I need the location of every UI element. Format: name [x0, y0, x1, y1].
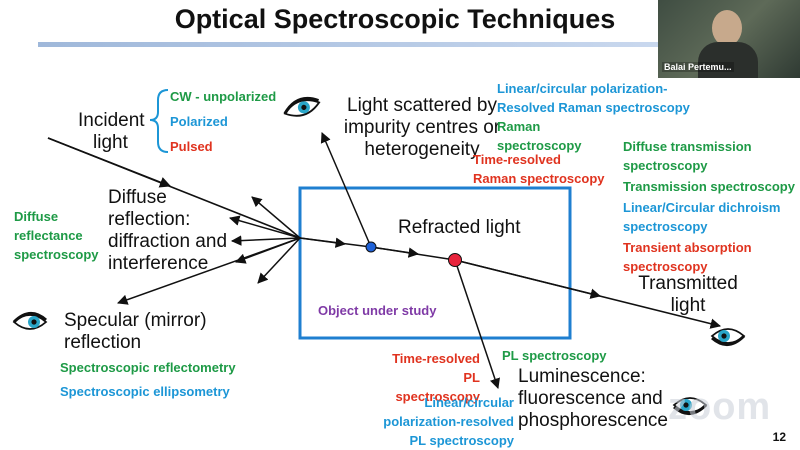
slide-number: 12 — [772, 430, 786, 444]
specular-ray — [117, 237, 301, 305]
incident-light-label: Incident light — [78, 110, 145, 153]
participant-name: Balai Pertemu... — [662, 62, 734, 72]
transmission-techniques: Diffuse transmission spectroscopy Transm… — [623, 137, 795, 276]
technique-cw: CW - unpolarized — [170, 89, 277, 104]
technique-pulsed: Pulsed — [170, 139, 213, 154]
brace — [149, 89, 169, 153]
zoom-watermark: zoom — [668, 386, 772, 428]
luminescence-label: Luminescence: fluorescence and phosphore… — [518, 366, 668, 431]
object-label: Object under study — [318, 303, 437, 318]
diffuse-ray — [230, 235, 301, 246]
object-box — [298, 186, 572, 340]
diffuse-reflection-label: Diffuse reflection: diffraction and inte… — [108, 187, 228, 274]
incident-arrow — [47, 137, 172, 188]
specular-reflection-label: Specular (mirror) reflection — [64, 310, 207, 353]
participant-head — [712, 10, 742, 46]
incident-types: CW - unpolarized Polarized Pulsed — [170, 86, 276, 158]
technique-diffuse-reflectance: Diffuse reflectance spectroscopy — [14, 209, 99, 262]
refracted-arrow — [370, 246, 420, 258]
title-rule — [38, 42, 658, 47]
raman-techniques: Linear/circular polarization- Resolved R… — [497, 79, 690, 155]
technique-polarization-pl: Linear/circular polarization-resolved PL… — [383, 395, 514, 448]
technique-pl: PL spectroscopy — [502, 348, 607, 363]
technique-raman: Raman spectroscopy — [497, 119, 582, 153]
refracted-arrow — [299, 237, 347, 248]
technique-dichroism: Linear/Circular dichroism spectroscopy — [623, 200, 781, 234]
technique-diffuse-transmission: Diffuse transmission spectroscopy — [623, 139, 752, 173]
technique-polarized: Polarized — [170, 114, 228, 129]
technique-tr-pl: Time-resolved PL spectroscopy — [392, 351, 480, 404]
participant-video[interactable]: Balai Pertemu... — [658, 0, 800, 78]
diffuse-ray — [251, 196, 301, 239]
eye-icon — [710, 328, 746, 346]
participant-body — [698, 42, 758, 78]
scattered-ray — [320, 132, 372, 248]
diffuse-ray — [228, 215, 301, 239]
transmitted-arrow — [454, 259, 602, 299]
luminescence-centre — [448, 253, 462, 267]
technique-transmission: Transmission spectroscopy — [623, 179, 795, 194]
transmitted-light-label: Transmitted light — [638, 273, 738, 316]
technique-transient-absorption: Transient absorption spectroscopy — [623, 240, 752, 274]
eye-icon — [672, 397, 708, 415]
scattered-light-label: Light scattered by impurity centres or h… — [343, 95, 501, 160]
specular-techniques: Spectroscopic reflectometry Spectroscopi… — [60, 357, 236, 403]
technique-ellipsometry: Spectroscopic ellipsometry — [60, 384, 230, 399]
refracted-light-label: Refracted light — [398, 217, 521, 238]
technique-raman-polarization: Linear/circular polarization- Resolved R… — [497, 81, 690, 115]
technique-reflectometry: Spectroscopic reflectometry — [60, 360, 236, 375]
slide-title: Optical Spectroscopic Techniques — [174, 4, 616, 34]
diffuse-ray — [257, 237, 301, 284]
eye-icon — [283, 96, 321, 117]
technique-tr-raman: Time-resolved Raman spectroscopy — [473, 152, 605, 186]
impurity-centre — [365, 241, 377, 253]
eye-icon — [12, 312, 48, 330]
luminescence-ray — [454, 259, 500, 389]
